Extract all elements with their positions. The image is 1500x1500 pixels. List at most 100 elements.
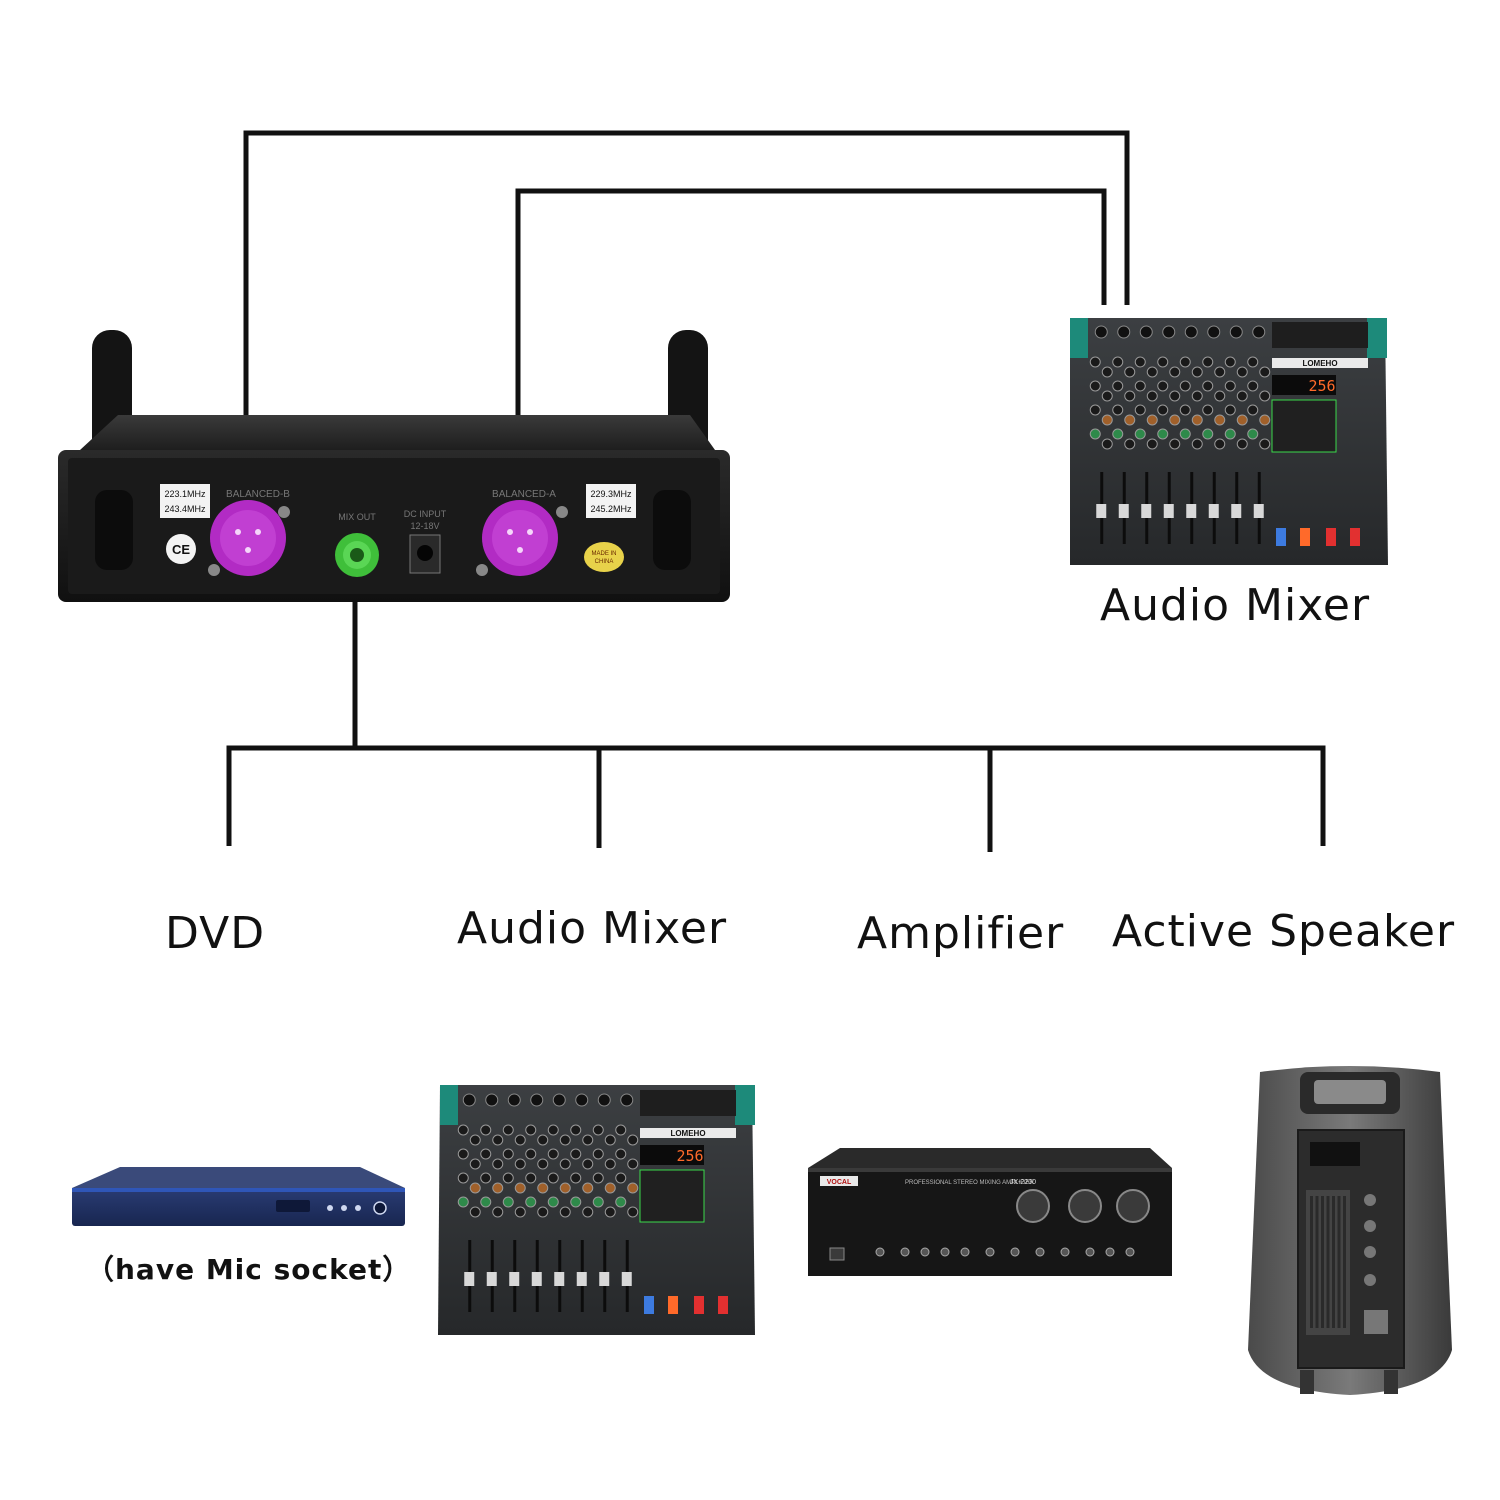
amp-brand: VOCAL [827, 1179, 852, 1186]
mixer-knob [592, 1196, 604, 1208]
amp-small-knob [920, 1247, 930, 1257]
mixer-knob [1247, 428, 1259, 440]
mixer-knob [1146, 366, 1158, 378]
mixer-knob [559, 1206, 571, 1218]
speaker-heatsink-fin [1321, 1196, 1324, 1328]
mixer-knob [514, 1206, 526, 1218]
mixer-knob [570, 1172, 582, 1184]
amp-small-knob [1060, 1247, 1070, 1257]
dc-label-1: DC INPUT [404, 509, 447, 519]
mixer-knob [1146, 390, 1158, 402]
mixer-knob [1157, 428, 1169, 440]
mixer-knob [547, 1196, 559, 1208]
label-amplifier: Amplifier [857, 908, 1065, 959]
mixer-knob [1134, 428, 1146, 440]
mixer-knob [1146, 438, 1158, 450]
amp-small-knob [940, 1247, 950, 1257]
mixer-input-jack [1117, 325, 1131, 339]
mixer-fader-cap [1118, 504, 1129, 518]
mixer-input-jack [1229, 325, 1243, 339]
mixer-knob [525, 1124, 537, 1136]
mixer-input-jack [1207, 325, 1221, 339]
mixer-knob [480, 1172, 492, 1184]
mixer-knob [1169, 366, 1181, 378]
mixer-knob [1124, 366, 1136, 378]
amp-small-knob [875, 1247, 885, 1257]
mixer-bottom-brand: LOMEHO [670, 1129, 705, 1138]
mixer-knob [457, 1148, 469, 1160]
mixer-fader-cap [1231, 504, 1242, 518]
mixer-knob [1157, 356, 1169, 368]
ce-mark: CE [172, 542, 190, 557]
mixer-knob [514, 1158, 526, 1170]
mixer-knob [1247, 404, 1259, 416]
mixer-knob [1202, 428, 1214, 440]
amp-small-knob [1125, 1247, 1135, 1257]
mixer-knob [1214, 438, 1226, 450]
port-a-label: BALANCED-A [492, 489, 556, 500]
mixer-fader-cap [1096, 504, 1107, 518]
made-in-2: CHINA [595, 559, 614, 565]
amp-small-knob [900, 1247, 910, 1257]
mixer-knob [627, 1206, 639, 1218]
mixer-top-brand: LOMEHO [1302, 359, 1337, 368]
mixer-knob [627, 1134, 639, 1146]
mixer-top-display: 256 [1308, 377, 1335, 395]
mixer-knob [1214, 366, 1226, 378]
mixer-knob [1224, 380, 1236, 392]
mixer-knob [1169, 438, 1181, 450]
mixer-knob [1134, 404, 1146, 416]
mixer-input-jack [575, 1093, 589, 1107]
mixer-knob [1101, 366, 1113, 378]
active-speaker [1248, 1066, 1452, 1395]
mixer-knob [1259, 414, 1271, 426]
mixer-knob [1089, 404, 1101, 416]
amp-model: JX-2200 [1010, 1179, 1036, 1186]
mixer-input-jack [1252, 325, 1266, 339]
mixer-knob [469, 1134, 481, 1146]
mixer-knob [582, 1182, 594, 1194]
mixer-fader-cap [509, 1272, 520, 1286]
mixer-knob [1247, 380, 1259, 392]
mixer-knob [1134, 380, 1146, 392]
mixer-knob [1236, 414, 1248, 426]
speaker-heatsink-fin [1337, 1196, 1341, 1328]
label-dvd-note: （have Mic socket） [86, 1253, 412, 1286]
port-b-label: BALANCED-B [226, 489, 290, 500]
mixer-knob [1259, 438, 1271, 450]
xlr-port-a [482, 500, 558, 576]
mix-out-jack [335, 533, 379, 577]
mixer-knob [502, 1196, 514, 1208]
mixer-input-jack [552, 1093, 566, 1107]
mixer-fader-cap [1163, 504, 1174, 518]
wire-bus [226, 745, 1326, 846]
mixer-knob [1089, 380, 1101, 392]
mixer-knob [1259, 390, 1271, 402]
mixer-knob [615, 1124, 627, 1136]
mixer-knob [1101, 414, 1113, 426]
mixer-knob [1224, 428, 1236, 440]
dvd-player [72, 1167, 405, 1226]
amp-small-knob [1085, 1247, 1095, 1257]
mixer-knob [1224, 356, 1236, 368]
amp-small-knob [1035, 1247, 1045, 1257]
speaker-heatsink-fin [1332, 1196, 1335, 1328]
mixer-knob [492, 1206, 504, 1218]
mixer-knob [469, 1158, 481, 1170]
mixer-knob [592, 1172, 604, 1184]
xlr-port-b [210, 500, 286, 576]
mixer-knob [627, 1158, 639, 1170]
mixer-knob [582, 1134, 594, 1146]
mixer-input-jack [485, 1093, 499, 1107]
mixer-knob [502, 1148, 514, 1160]
mixer-knob [570, 1124, 582, 1136]
mixer-knob [570, 1196, 582, 1208]
mixer-knob [1112, 428, 1124, 440]
mixer-knob [1169, 390, 1181, 402]
mixer-knob [1101, 438, 1113, 450]
mixer-input-jack [597, 1093, 611, 1107]
label-dvd: DVD [165, 908, 266, 959]
mixer-knob [1089, 356, 1101, 368]
mixer-knob [480, 1124, 492, 1136]
mixer-fader-cap [464, 1272, 475, 1286]
